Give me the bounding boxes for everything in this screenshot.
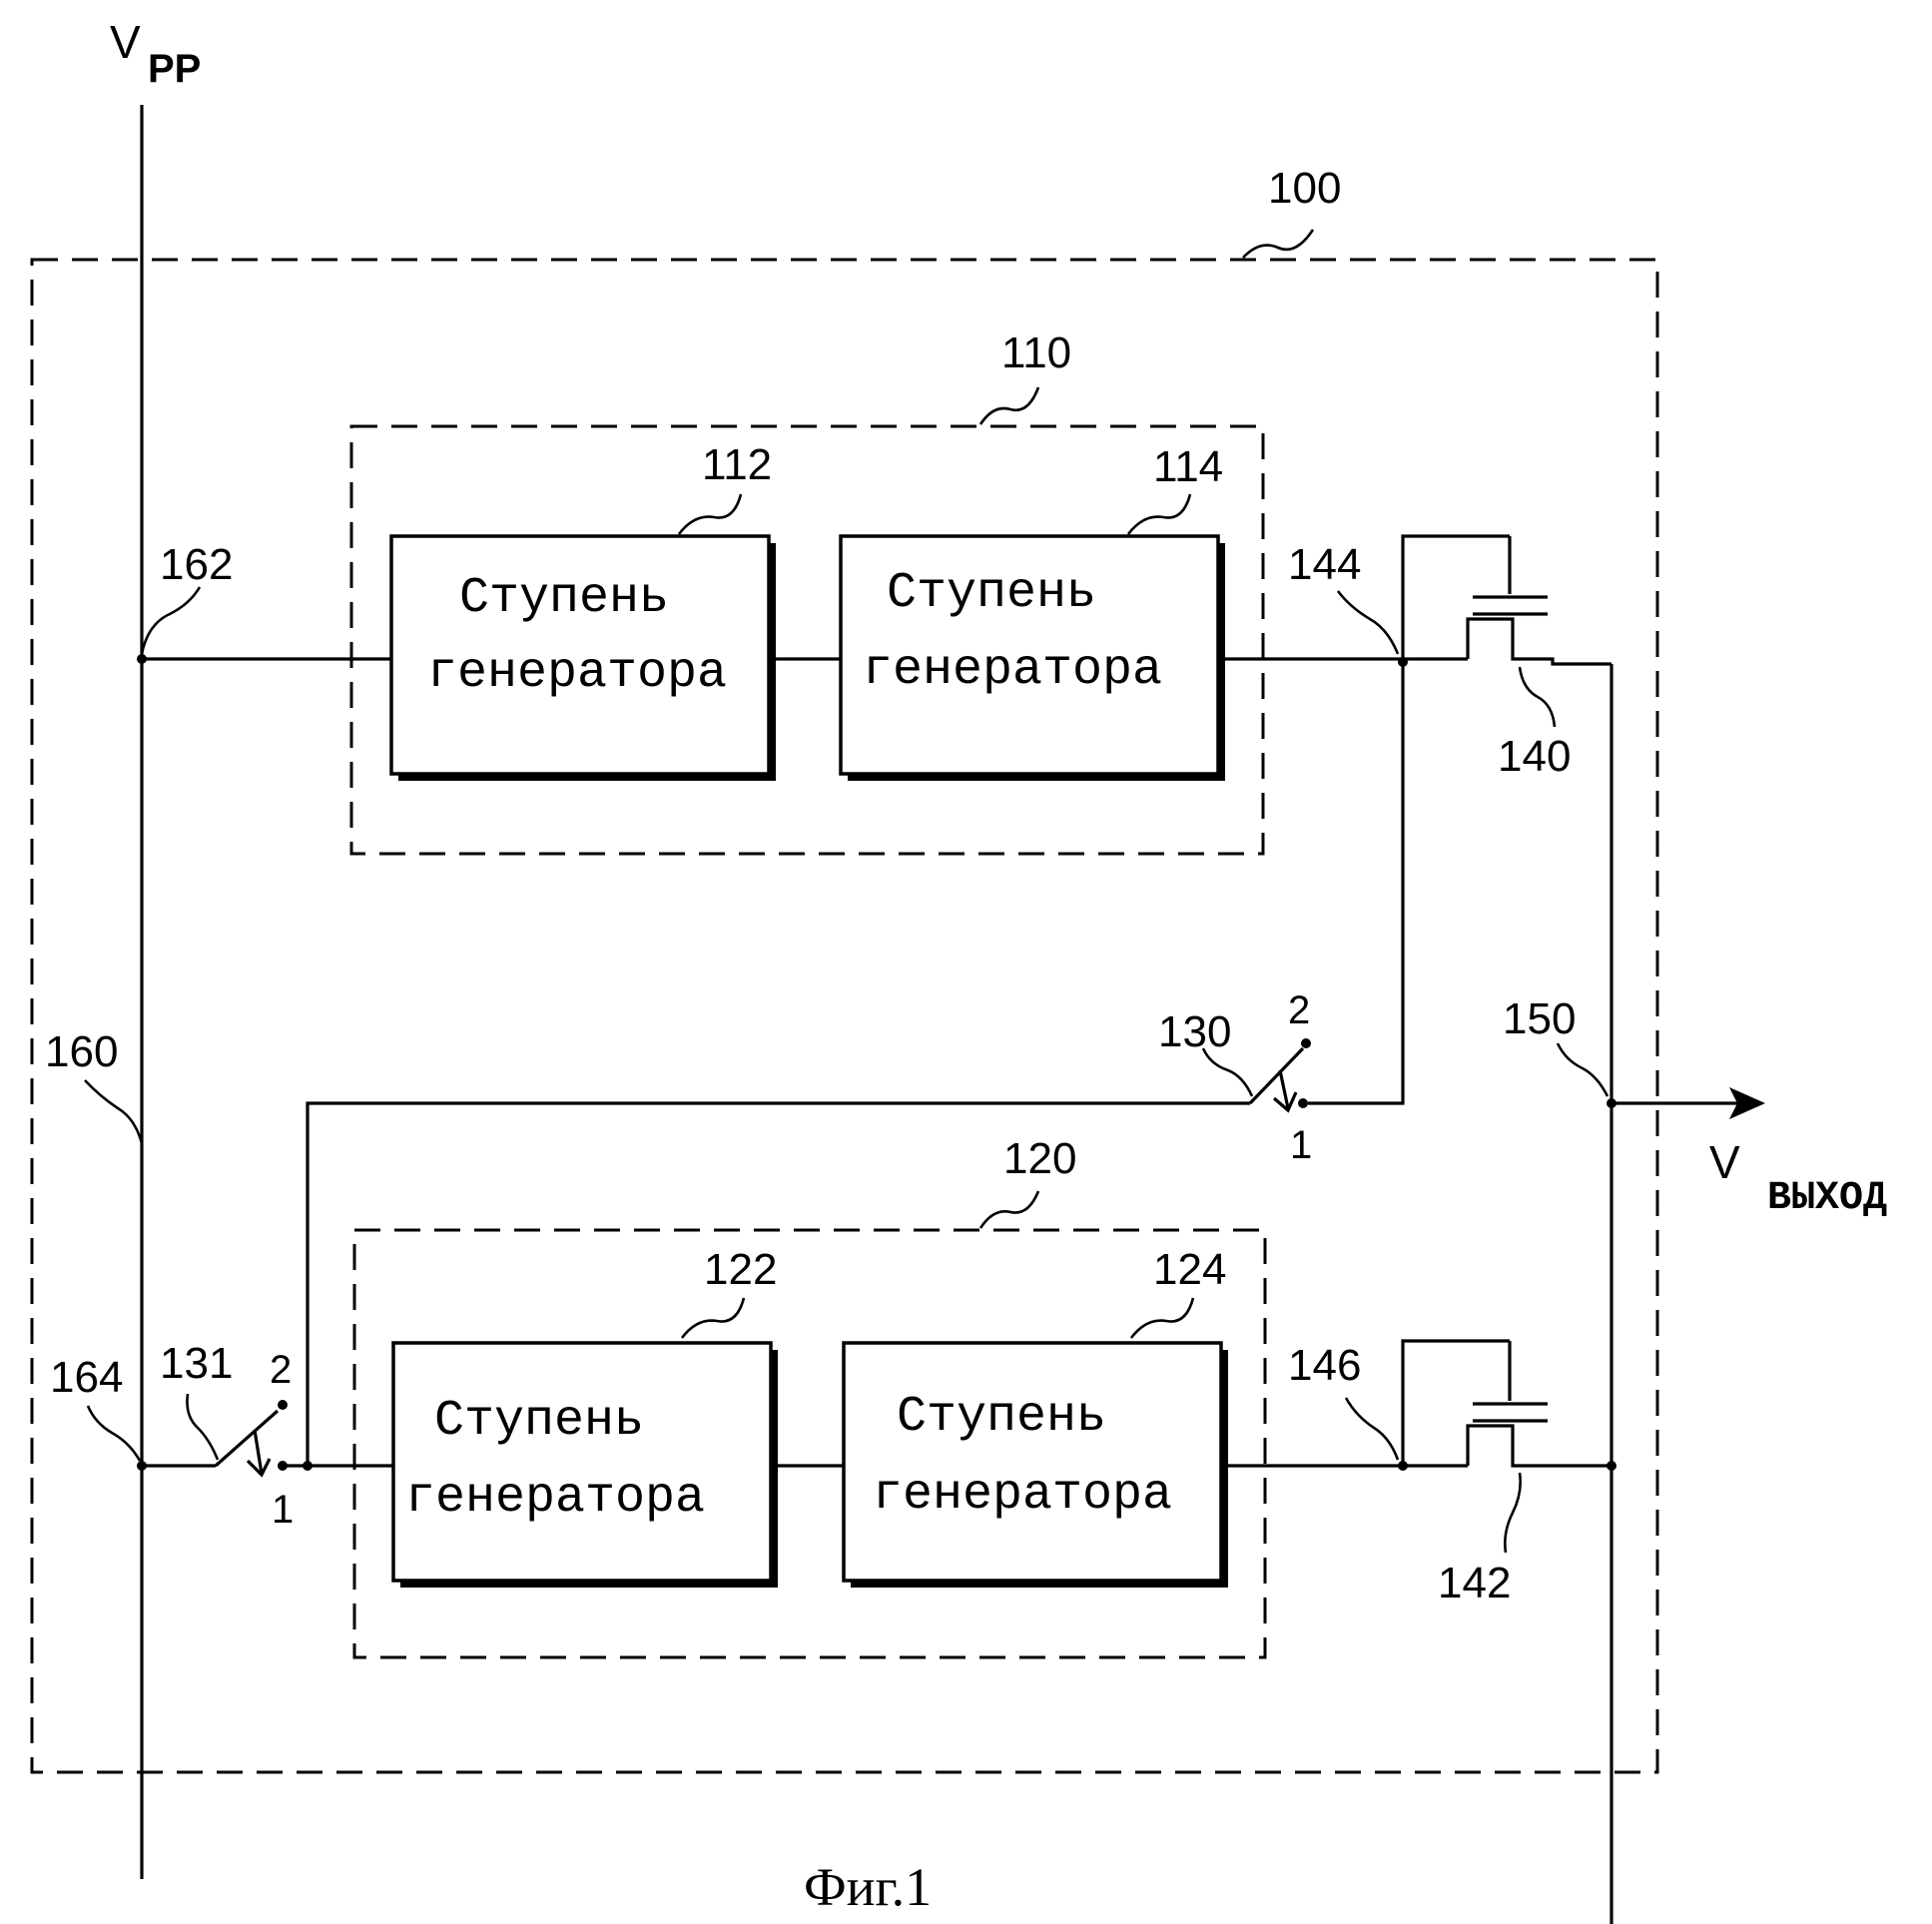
ref-140: 140 [1498, 732, 1571, 781]
switch-130-contact-2 [1301, 1038, 1311, 1048]
leader-120 [980, 1191, 1038, 1228]
block-122-line2: генератора [405, 1470, 705, 1527]
block-112: Ступень генератора [391, 536, 776, 781]
node-150 [1607, 1098, 1616, 1108]
leader-146 [1346, 1398, 1398, 1460]
block-112-line2: генератора [427, 645, 727, 702]
leader-150 [1558, 1043, 1608, 1096]
leader-164 [88, 1406, 140, 1461]
leader-124 [1131, 1298, 1193, 1338]
node-crossover [303, 1461, 313, 1471]
switch-130-pos2: 2 [1288, 988, 1310, 1032]
block-122: Ступень генератора [393, 1343, 778, 1588]
ref-162: 162 [160, 540, 233, 589]
ref-150: 150 [1503, 994, 1576, 1043]
figure-caption: Фиг.1 [804, 1857, 932, 1917]
switch-130-pos1: 1 [1290, 1123, 1312, 1167]
ref-114: 114 [1153, 442, 1223, 491]
ref-160: 160 [45, 1027, 118, 1076]
block-122-line1: Ступень [434, 1393, 644, 1450]
output-subscript: ВЫХОД [1767, 1176, 1887, 1221]
leader-140 [1520, 667, 1555, 727]
leader-144 [1338, 591, 1398, 654]
leader-122 [682, 1298, 744, 1338]
ref-112: 112 [702, 440, 772, 489]
block-114-line2: генератора [863, 642, 1162, 699]
node-output-bottom [1607, 1461, 1616, 1471]
ref-142: 142 [1438, 1559, 1511, 1607]
block-124-line1: Ступень [897, 1389, 1106, 1446]
supply-label: V [110, 16, 141, 68]
block-124-line2: генератора [873, 1467, 1172, 1524]
leader-162 [142, 587, 200, 654]
node-162 [137, 654, 147, 664]
leader-112 [679, 494, 741, 534]
switch-131-pos2: 2 [270, 1348, 292, 1392]
ref-100: 100 [1268, 164, 1341, 213]
switch-131-contact-1 [278, 1461, 288, 1471]
block-124: Ступень генератора [844, 1343, 1228, 1588]
ref-164: 164 [50, 1353, 123, 1402]
block-114: Ступень генератора [841, 536, 1225, 781]
leader-110 [980, 387, 1038, 424]
leader-142 [1505, 1473, 1520, 1553]
output-label: V [1709, 1136, 1740, 1188]
leader-160 [85, 1080, 142, 1143]
block-114-line1: Ступень [887, 565, 1096, 622]
leader-114 [1128, 494, 1190, 534]
ref-146: 146 [1288, 1341, 1361, 1390]
leader-100 [1243, 230, 1313, 258]
ref-130: 130 [1158, 1007, 1231, 1056]
switch-130-contact-1 [1298, 1098, 1308, 1108]
ref-110: 110 [1001, 328, 1071, 377]
transistor-140 [1403, 536, 1611, 664]
switch-131[interactable] [216, 1411, 278, 1475]
ref-144: 144 [1288, 540, 1361, 589]
ref-120: 120 [1003, 1134, 1076, 1183]
ref-124: 124 [1153, 1245, 1226, 1294]
node-146 [1398, 1461, 1408, 1471]
block-112-line1: Ступень [459, 570, 669, 627]
switch-131-pos1: 1 [272, 1488, 294, 1532]
ref-131: 131 [160, 1339, 233, 1388]
switch-131-contact-2 [278, 1400, 288, 1410]
node-144 [1398, 657, 1408, 667]
ref-122: 122 [704, 1245, 777, 1294]
supply-subscript: PP [148, 47, 201, 91]
transistor-142 [1403, 1341, 1611, 1466]
node-164 [137, 1461, 147, 1471]
wire-144-to-130 [1308, 659, 1403, 1103]
leader-131 [187, 1394, 218, 1460]
